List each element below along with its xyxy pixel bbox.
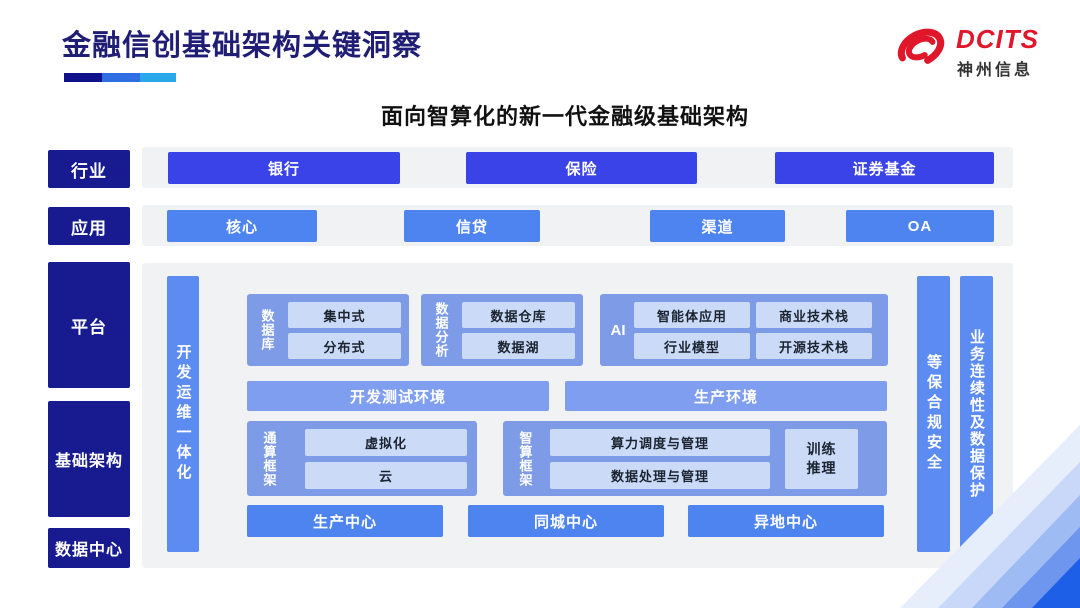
ai-section-label: AI <box>610 321 626 339</box>
layer-label-platform: 平台 <box>48 262 130 388</box>
ai-compute-label: 智算框架 <box>517 430 533 487</box>
industry-item-bank: 银行 <box>168 152 400 184</box>
page-title: 金融信创基础架构关键洞察 <box>62 30 423 62</box>
security-compliance-bar: 等保合规安全 <box>917 276 950 552</box>
layer-label-infrastructure: 基础架构 <box>48 401 130 517</box>
industry-item-insurance: 保险 <box>466 152 697 184</box>
analytics-item: 数据仓库 <box>462 302 575 328</box>
layer-label-industry: 行业 <box>48 150 130 188</box>
logo-brand-text: DCITS <box>956 24 1039 54</box>
dcits-swirl-icon <box>897 28 945 64</box>
dev-test-env-bar: 开发测试环境 <box>247 381 549 411</box>
ai-section: AI 智能体应用 商业技术栈 行业模型 开源技术栈 <box>600 294 888 366</box>
logo-company-text: 神州信息 <box>957 62 1034 79</box>
ai-item: 开源技术栈 <box>756 333 872 359</box>
ai-compute-item: 数据处理与管理 <box>550 462 770 489</box>
ai-item: 智能体应用 <box>634 302 750 328</box>
compute-item: 虚拟化 <box>305 429 467 456</box>
title-underline-segment <box>102 73 140 82</box>
analytics-section: 数据分析 数据仓库 数据湖 <box>421 294 583 366</box>
center-same-city: 同城中心 <box>468 505 664 537</box>
general-compute-label: 通算框架 <box>261 430 277 487</box>
ai-compute-section: 智算框架 算力调度与管理 数据处理与管理 训练 推理 <box>503 421 887 496</box>
application-item-credit: 信贷 <box>404 210 540 242</box>
ai-item: 行业模型 <box>634 333 750 359</box>
center-remote: 异地中心 <box>688 505 884 537</box>
industry-item-securities: 证券基金 <box>775 152 994 184</box>
title-underline-segment <box>64 73 102 82</box>
layer-label-datacenter: 数据中心 <box>48 528 130 568</box>
ai-compute-item: 算力调度与管理 <box>550 429 770 456</box>
analytics-section-label: 数据分析 <box>433 302 449 358</box>
center-production: 生产中心 <box>247 505 443 537</box>
train-inference-line: 训练 <box>806 441 837 458</box>
production-env-bar: 生产环境 <box>565 381 887 411</box>
title-underline-segment <box>140 73 176 82</box>
business-continuity-bar: 业务连续性及数据保护 <box>960 276 993 552</box>
application-item-channel: 渠道 <box>650 210 785 242</box>
train-inference-line: 推理 <box>806 460 837 476</box>
analytics-item: 数据湖 <box>462 333 575 359</box>
dcits-logo: DCITS 神州信息 <box>890 20 1050 79</box>
ai-item: 商业技术栈 <box>756 302 872 328</box>
database-item: 集中式 <box>288 302 401 328</box>
application-item-core: 核心 <box>167 210 317 242</box>
application-item-oa: OA <box>846 210 994 242</box>
general-compute-section: 通算框架 虚拟化 云 <box>247 421 477 496</box>
train-inference-box: 训练 推理 <box>785 429 858 489</box>
compute-item: 云 <box>305 462 467 489</box>
layer-label-application: 应用 <box>48 207 130 245</box>
diagram-title: 面向智算化的新一代金融级基础架构 <box>380 104 749 129</box>
database-section: 数据库 集中式 分布式 <box>247 294 409 366</box>
database-section-label: 数据库 <box>259 309 275 351</box>
database-item: 分布式 <box>288 333 401 359</box>
devops-vertical-bar: 开发运维一体化 <box>167 276 199 552</box>
